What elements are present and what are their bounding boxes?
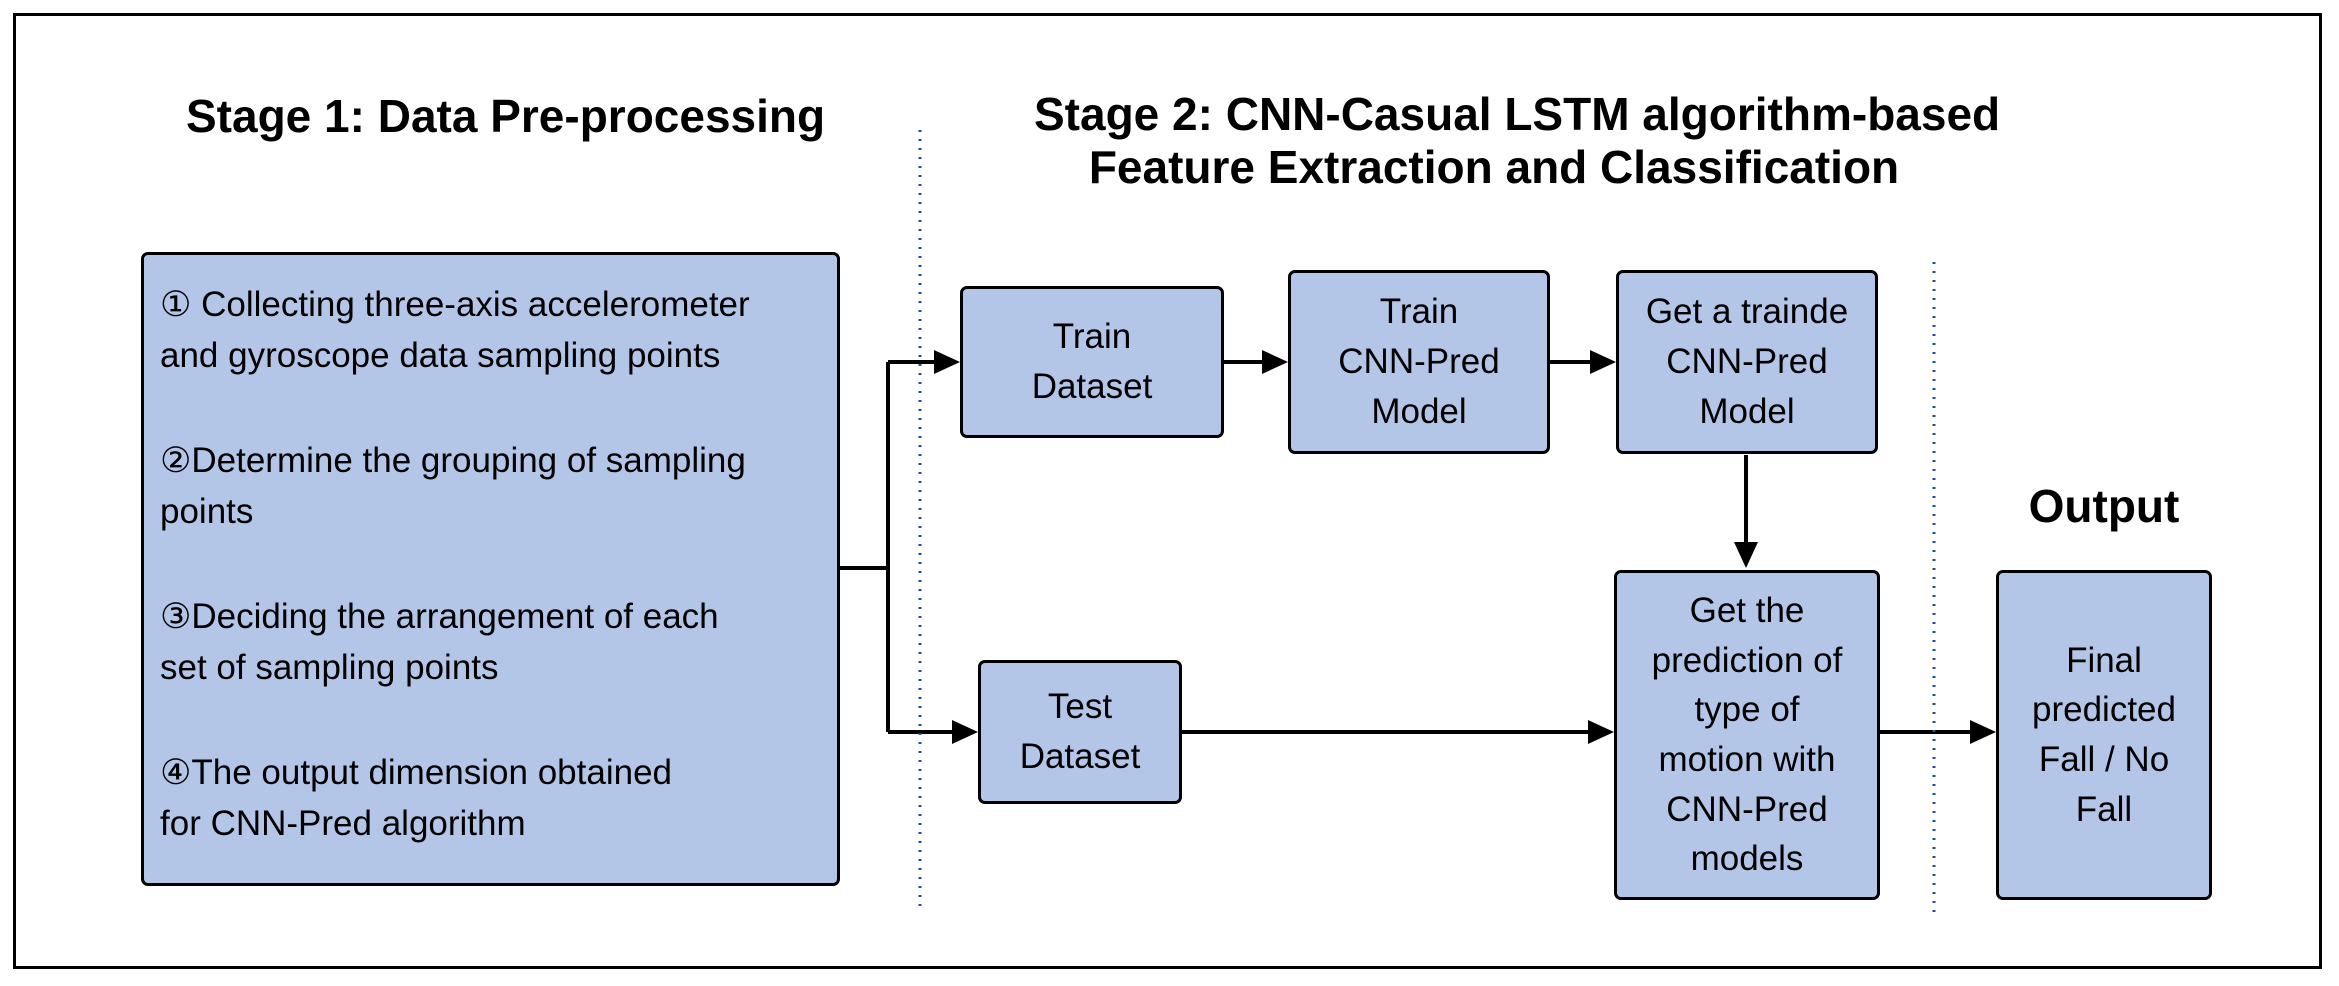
final-output-box: Final predicted Fall / No Fall xyxy=(1996,570,2212,900)
step-collect: ① Collecting three-axis accelerometer an… xyxy=(160,279,750,381)
step-arrangement: ③Deciding the arrangement of each set of… xyxy=(160,591,719,693)
prediction-line5: CNN-Pred xyxy=(1666,789,1828,829)
train-dataset-line1: Train xyxy=(1052,317,1132,357)
train-dataset-line2: Dataset xyxy=(1031,367,1153,406)
step-arrangement-line2: set of sampling points xyxy=(160,648,499,687)
trained-model-line2: CNN-Pred xyxy=(1666,342,1828,382)
trained-model-box: Get a trainde CNN-Pred Model xyxy=(1616,270,1878,454)
arrowhead-final-output xyxy=(1970,720,1996,744)
train-model-line1: Train xyxy=(1379,292,1459,332)
arrowhead-test-to-prediction xyxy=(1588,720,1614,744)
step-output-dimension-line2: for CNN-Pred algorithm xyxy=(160,804,526,843)
preprocessing-steps-box: ① Collecting three-axis accelerometer an… xyxy=(141,252,840,886)
step-output-dimension: ④The output dimension obtained for CNN-P… xyxy=(160,747,672,849)
test-dataset-line1: Test xyxy=(1047,687,1113,727)
split-connector xyxy=(840,362,890,732)
arrowhead-train-model xyxy=(1262,350,1288,374)
step-collect-line2: and gyroscope data sampling points xyxy=(160,336,721,375)
prediction-box: Get the prediction of type of motion wit… xyxy=(1614,570,1880,900)
test-dataset-box: Test Dataset xyxy=(978,660,1182,804)
step-output-dimension-line1: ④The output dimension obtained xyxy=(160,753,672,792)
output-title: Output xyxy=(2028,480,2180,532)
stage1-title: Stage 1: Data Pre-processing xyxy=(186,90,826,142)
arrowhead-trained-model xyxy=(1590,350,1616,374)
train-model-line2: CNN-Pred xyxy=(1338,342,1500,382)
train-model-box: Train CNN-Pred Model xyxy=(1288,270,1550,454)
trained-model-line1: Get a trainde xyxy=(1645,292,1849,332)
final-output-line3: Fall / No xyxy=(2038,740,2170,779)
trained-model-line3: Model xyxy=(1699,391,1795,431)
stage2-title-line1: Stage 2: CNN-Casual LSTM algorithm-based xyxy=(1034,88,2001,140)
step-grouping-line2: points xyxy=(160,492,254,531)
final-output-line1: Final xyxy=(2066,640,2142,680)
step-collect-line1: ① Collecting three-axis accelerometer xyxy=(160,285,750,324)
stage2-title-line2: Feature Extraction and Classification xyxy=(1088,140,1900,193)
diagram-frame xyxy=(13,13,2322,969)
train-model-line3: Model xyxy=(1371,391,1467,431)
step-grouping-line1: ②Determine the grouping of sampling xyxy=(160,441,746,480)
prediction-line6: models xyxy=(1690,839,1804,879)
prediction-line1: Get the xyxy=(1689,590,1805,630)
stage2-title: Stage 2: CNN-Casual LSTM algorithm-based… xyxy=(1034,88,2001,194)
train-dataset-box: Train Dataset xyxy=(960,286,1224,438)
step-arrangement-line1: ③Deciding the arrangement of each xyxy=(160,597,719,636)
step-grouping: ②Determine the grouping of sampling poin… xyxy=(160,435,746,537)
final-output-line4: Fall xyxy=(2075,789,2133,829)
arrowhead-test-dataset xyxy=(952,720,978,744)
test-dataset-line2: Dataset xyxy=(1019,737,1141,776)
arrowhead-prediction-down xyxy=(1734,542,1758,568)
prediction-line4: motion with xyxy=(1658,740,1836,779)
final-output-line2: predicted xyxy=(2032,690,2176,730)
prediction-line3: type of xyxy=(1694,690,1800,730)
arrowhead-train-dataset xyxy=(934,350,960,374)
prediction-line2: prediction of xyxy=(1651,640,1843,680)
